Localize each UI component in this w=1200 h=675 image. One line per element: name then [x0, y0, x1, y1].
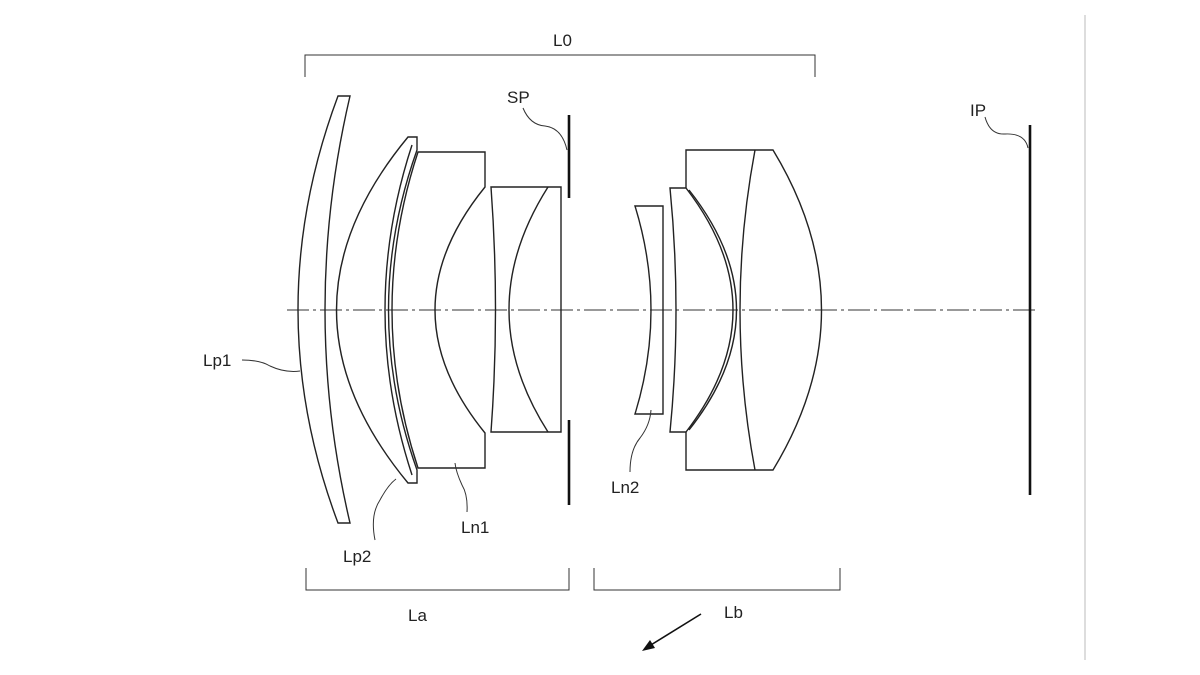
ln2-callout: Ln2 [611, 409, 652, 497]
direction-arrow-icon [642, 613, 702, 651]
lb-label: Lb [724, 603, 743, 622]
lp1-callout: Lp1 [203, 351, 301, 372]
lp1-label: Lp1 [203, 351, 231, 370]
lens-ln1 [391, 151, 486, 469]
cemented-surface-b [739, 149, 756, 471]
aperture-stop: SP [507, 88, 571, 505]
lens-cemented-b-rear [685, 149, 823, 471]
ln1-label: Ln1 [461, 518, 489, 537]
lb-bracket: Lb [593, 568, 841, 622]
lp2-label: Lp2 [343, 547, 371, 566]
cement-layer-b [688, 189, 738, 431]
ln1-callout: Ln1 [454, 462, 489, 537]
lp2-callout: Lp2 [343, 478, 397, 566]
la-label: La [408, 606, 427, 625]
lens-cemented-b-front [669, 187, 734, 433]
lens-lp2 [335, 136, 418, 484]
cement-layer [384, 144, 413, 476]
sp-label: SP [507, 88, 530, 107]
l0-bracket: L0 [304, 31, 816, 77]
lens-cemented-a [490, 186, 562, 433]
la-bracket: La [305, 568, 570, 625]
lens-ln2 [634, 205, 664, 415]
cemented-surface-a [508, 186, 549, 433]
l0-label: L0 [553, 31, 572, 50]
ln2-label: Ln2 [611, 478, 639, 497]
ip-label: IP [970, 101, 986, 120]
lens-lp1 [297, 95, 351, 524]
image-plane: IP [970, 101, 1032, 495]
